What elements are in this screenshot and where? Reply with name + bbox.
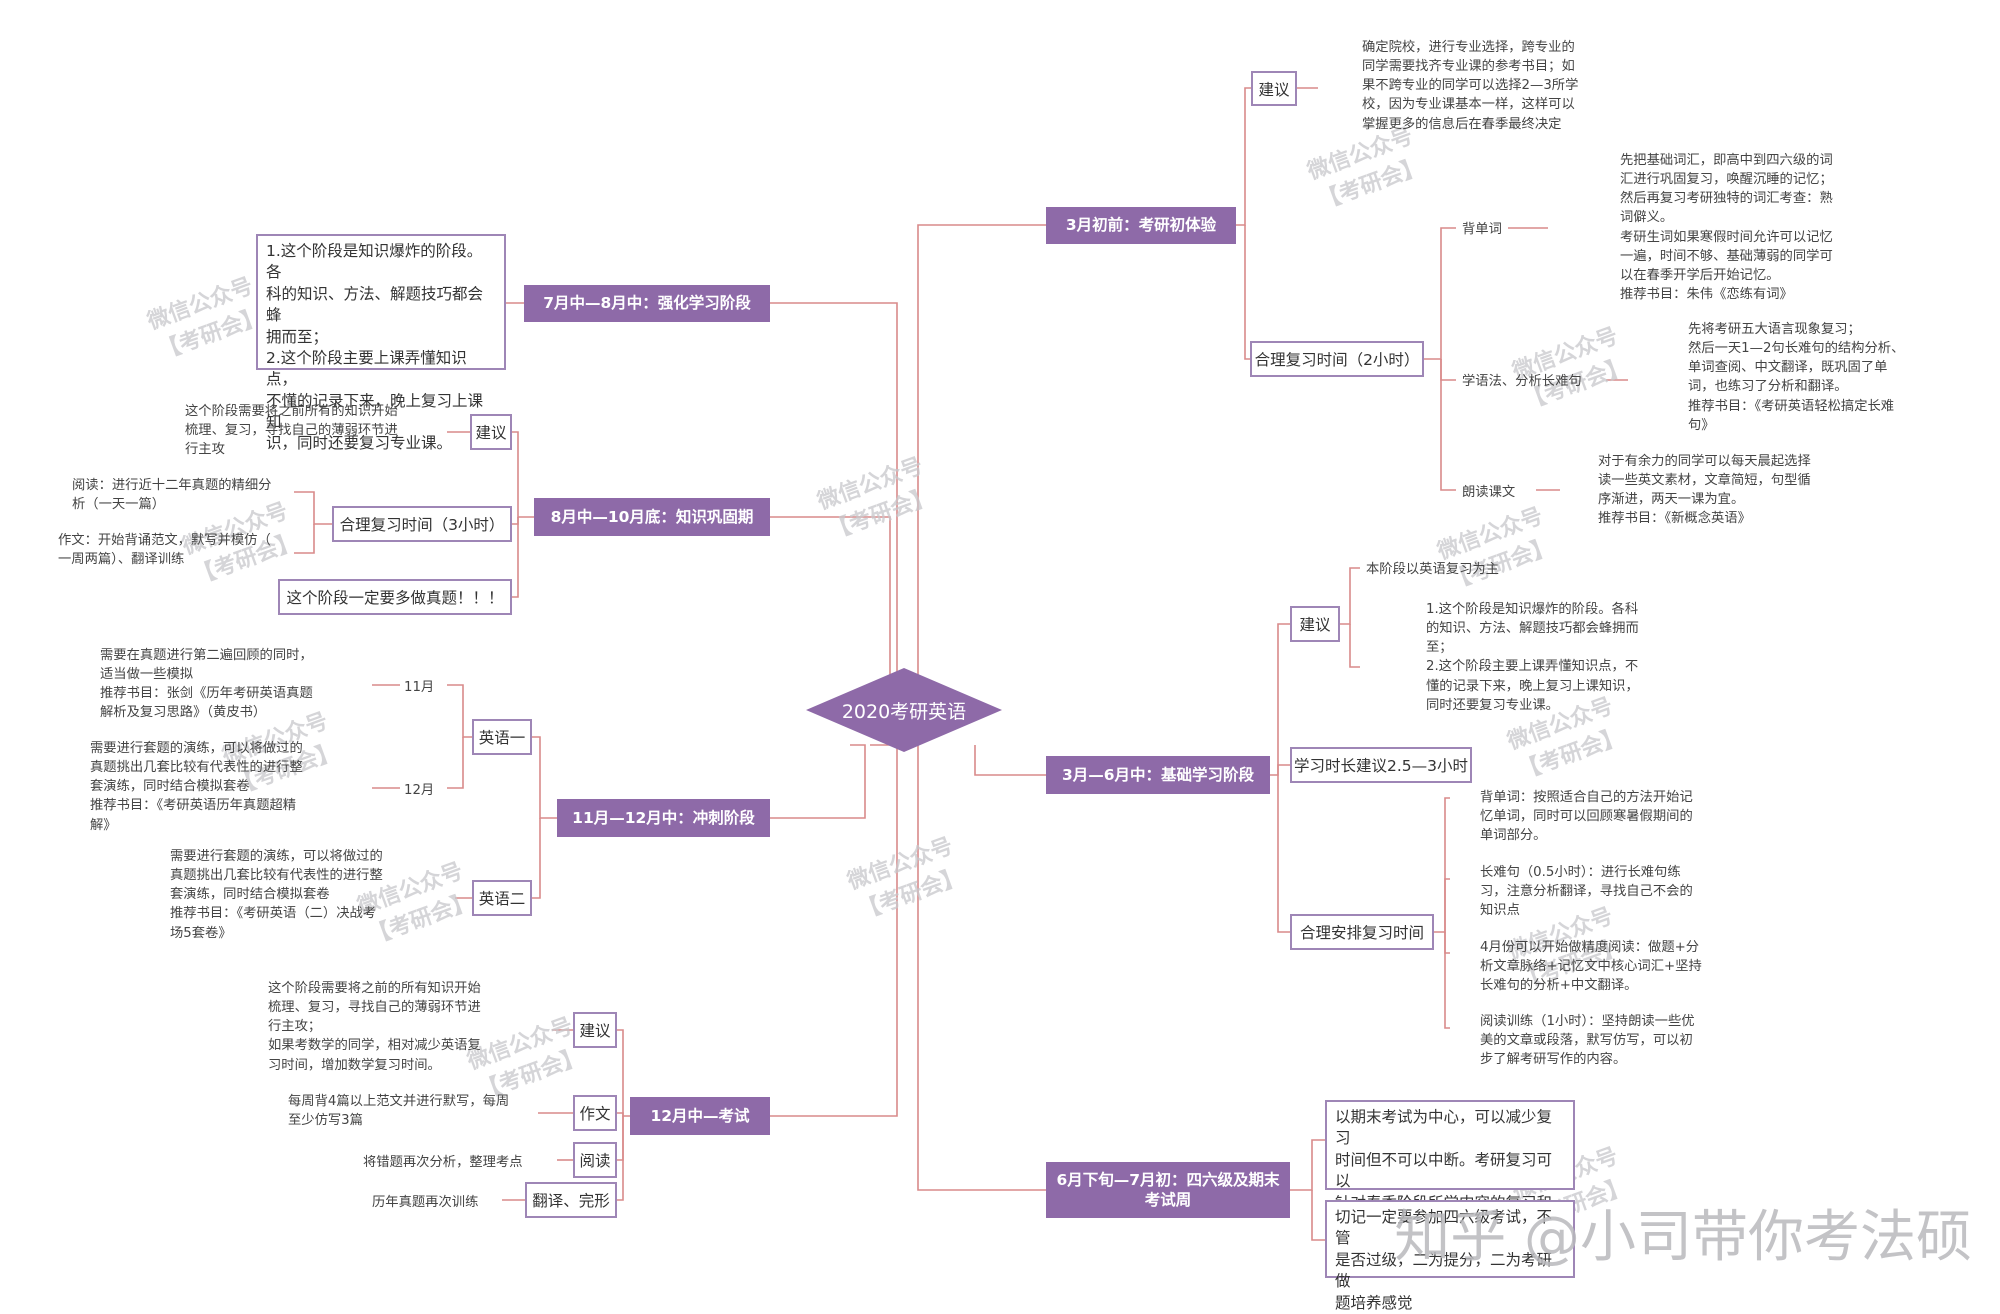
nov-eng2-text: 需要进行套题的演练，可以将做过的 真题挑出几套比较有代表性的进行整 套演练，同时… (170, 849, 383, 941)
basic-arrange-sentence-text: 长难句（0.5小时）：进行长难句练 习，注意分析翻译，寻找自己不会的 知识点 (1480, 865, 1693, 919)
dec-writing-node[interactable]: 作文 (573, 1095, 617, 1131)
basic-hours-node[interactable]: 学习时长建议2.5—3小时 (1290, 747, 1472, 783)
july-content-box: 1.这个阶段是知识爆炸的阶段。各 科的知识、方法、解题技巧都会蜂 拥而至； 2.… (256, 234, 506, 452)
march-grammar-label[interactable]: 学语法、分析长难句 (1462, 374, 1582, 389)
aug-reading-text: 阅读：进行近十二年真题的精细分 析（一天一篇） (72, 478, 272, 513)
dec-translation-text: 历年真题再次训练 (372, 1195, 479, 1210)
nov-month-dec-text: 需要进行套题的演练，可以将做过的 真题挑出几套比较有代表性的进行整 套演练，同时… (90, 741, 303, 833)
nov-month-nov-label[interactable]: 11月 (404, 680, 435, 695)
basic-arrange-intensive-text: 4月份可以开始做精度阅读：做题+分 析文章脉络+记忆文中核心词汇+坚持 长难句的… (1480, 940, 1702, 994)
dec-reading-text: 将错题再次分析，整理考点 (363, 1155, 523, 1170)
march-suggest-text: 确定院校，进行专业选择，跨专业的 同学需要找齐专业课的参考书目；如 果不跨专业的… (1362, 40, 1579, 132)
dec-suggest-node[interactable]: 建议 (573, 1012, 617, 1048)
nov-month-dec-label[interactable]: 12月 (404, 783, 435, 798)
aug-suggest-node[interactable]: 建议 (470, 414, 512, 450)
march-reading-label[interactable]: 朗读课文 (1462, 485, 1516, 500)
dec-reading-node[interactable]: 阅读 (573, 1142, 617, 1178)
basic-suggest-text2: 1.这个阶段是知识爆炸的阶段。各科 的知识、方法、解题技巧都会蜂拥而 至； 2.… (1426, 602, 1639, 713)
center-title: 2020考研英语 (841, 700, 967, 723)
june-cet-box: 切记一定要参加四六级考试，不管 是否过级，二为提分，二为考研做 题培养感觉 (1325, 1200, 1575, 1312)
center-node[interactable]: 2020考研英语 (806, 668, 1002, 752)
stage-july-node[interactable]: 7月中—8月中：强化学习阶段 (524, 285, 770, 322)
center-diamond-shape (806, 668, 1002, 752)
stage-nov-node[interactable]: 11月—12月中：冲刺阶段 (557, 799, 770, 837)
stage-march-node[interactable]: 3月初前：考研初体验 (1046, 207, 1236, 244)
march-grammar-text: 先将考研五大语言现象复习； 然后一天1—2句长难句的结构分析、 单词查阅、中文翻… (1688, 322, 1905, 433)
aug-suggest-text: 这个阶段需要将之前所有的知识开始 梳理、复习，寻找自己的薄弱环节进 行主攻 (185, 404, 398, 458)
dec-writing-text: 每周背4篇以上范文并进行默写，每周 至少仿写3篇 (288, 1094, 510, 1129)
dec-translation-node[interactable]: 翻译、完形 (525, 1182, 617, 1218)
aug-writing-text: 作文：开始背诵范文，默写并模仿（ 一周两篇）、翻译训练 (58, 533, 271, 568)
march-time-node[interactable]: 合理复习时间（2小时） (1250, 341, 1424, 377)
nov-eng2-node[interactable]: 英语二 (472, 880, 532, 916)
march-reading-text: 对于有余力的同学可以每天晨起选择 读一些英文素材，文章简短，句型循 序渐进，两天… (1598, 454, 1811, 527)
stage-aug-node[interactable]: 8月中—10月底：知识巩固期 (534, 498, 770, 536)
march-vocab-text: 先把基础词汇，即高中到四六级的词 汇进行巩固复习，唤醒沉睡的记忆； 然后再复习考… (1620, 153, 1833, 302)
basic-arrange-node[interactable]: 合理安排复习时间 (1290, 914, 1434, 950)
june-exam-box: 以期末考试为中心，可以减少复习 时间但不可以中断。考研复习可以 针对春季阶段所学… (1325, 1100, 1575, 1254)
nov-month-nov-text: 需要在真题进行第二遍回顾的同时， 适当做一些模拟 推荐书目：张剑《历年考研英语真… (100, 648, 313, 721)
march-suggest-node[interactable]: 建议 (1251, 71, 1297, 106)
basic-arrange-vocab-text: 背单词：按照适合自己的方法开始记 忆单词，同时可以回顾寒暑假期间的 单词部分。 (1480, 790, 1693, 844)
nov-eng1-node[interactable]: 英语一 (472, 719, 532, 755)
march-vocab-label[interactable]: 背单词 (1462, 222, 1502, 237)
stage-dec-node[interactable]: 12月中—考试 (630, 1097, 770, 1135)
basic-suggest-text1: 本阶段以英语复习为主 (1366, 562, 1499, 577)
aug-time-node[interactable]: 合理复习时间（3小时） (332, 506, 512, 542)
basic-suggest-node[interactable]: 建议 (1290, 606, 1340, 642)
dec-suggest-text: 这个阶段需要将之前的所有知识开始 梳理、复习，寻找自己的薄弱环节进 行主攻； 如… (268, 981, 481, 1073)
author-credit-watermark: 知乎 @小司带你考法硕 (1394, 1205, 1972, 1270)
aug-tip-node[interactable]: 这个阶段一定要多做真题！！！ (278, 579, 512, 615)
stage-june-node[interactable]: 6月下旬—7月初：四六级及期末 考试周 (1046, 1162, 1290, 1218)
basic-arrange-reading-text: 阅读训练（1小时）：坚持朗读一些优 美的文章或段落，默写仿写，可以初 步了解考研… (1480, 1014, 1695, 1068)
stage-basic-node[interactable]: 3月—6月中：基础学习阶段 (1046, 756, 1270, 794)
